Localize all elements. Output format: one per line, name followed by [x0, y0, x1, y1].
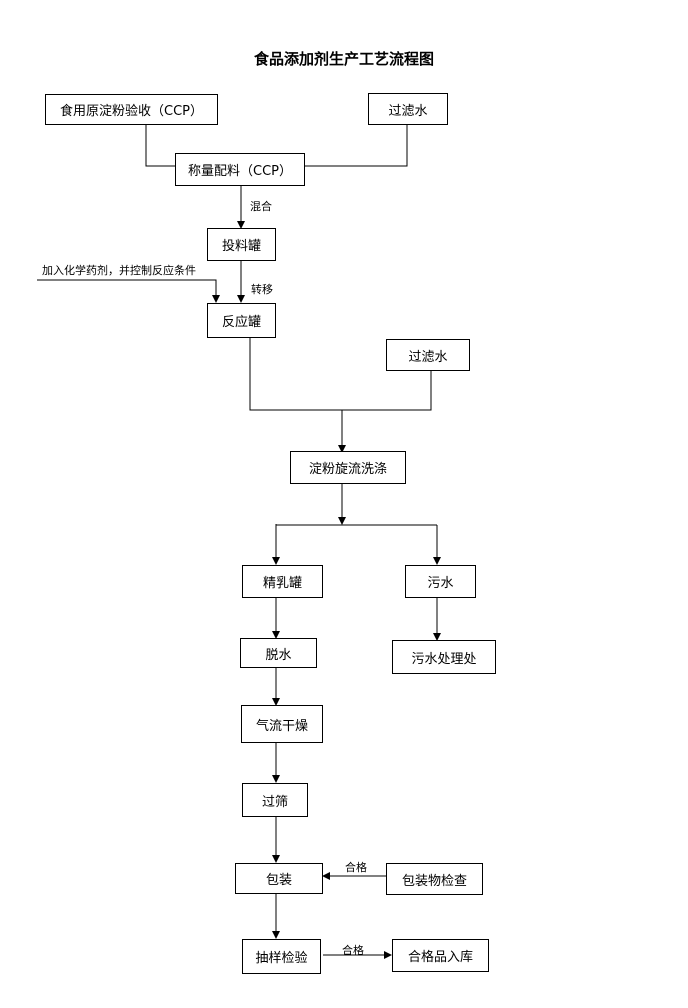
diagram-title: 食品添加剂生产工艺流程图: [253, 50, 434, 68]
connector-water-weighing: [304, 124, 408, 167]
node-feed-tank: 投料罐: [207, 228, 276, 261]
arrow-chemicals-reactor: [37, 279, 220, 303]
edge-label-qualified-1: 合格: [345, 861, 367, 874]
node-warehousing: 合格品入库: [392, 939, 489, 972]
node-reactor: 反应罐: [207, 303, 276, 338]
node-flash-drying: 气流干燥: [241, 705, 323, 743]
node-weighing: 称量配料（CCP）: [175, 153, 305, 186]
node-packaging: 包装: [235, 863, 323, 894]
edge-label-mix: 混合: [250, 200, 272, 213]
node-starch-receipt: 食用原淀粉验收（CCP）: [45, 94, 218, 125]
node-filtered-water-1: 过滤水: [368, 93, 448, 125]
node-cyclone-wash: 淀粉旋流洗涤: [290, 451, 406, 484]
node-dewatering: 脱水: [240, 638, 317, 668]
node-wastewater-treatment: 污水处理处: [392, 640, 496, 674]
node-filtered-water-2: 过滤水: [386, 339, 470, 371]
edge-label-chemicals: 加入化学药剂，并控制反应条件: [42, 264, 196, 277]
edge-label-transfer: 转移: [251, 283, 273, 296]
node-wastewater: 污水: [405, 565, 476, 598]
node-refined-milk-tank: 精乳罐: [242, 565, 323, 598]
connector-reactor-merge: [249, 338, 432, 411]
connector-receipt-weighing: [145, 124, 175, 167]
node-packaging-inspection: 包装物检查: [386, 863, 483, 895]
edge-label-qualified-2: 合格: [342, 944, 364, 957]
node-sampling-inspection: 抽样检验: [242, 939, 321, 974]
connector-split: [275, 524, 437, 526]
node-sieving: 过筛: [242, 783, 308, 817]
